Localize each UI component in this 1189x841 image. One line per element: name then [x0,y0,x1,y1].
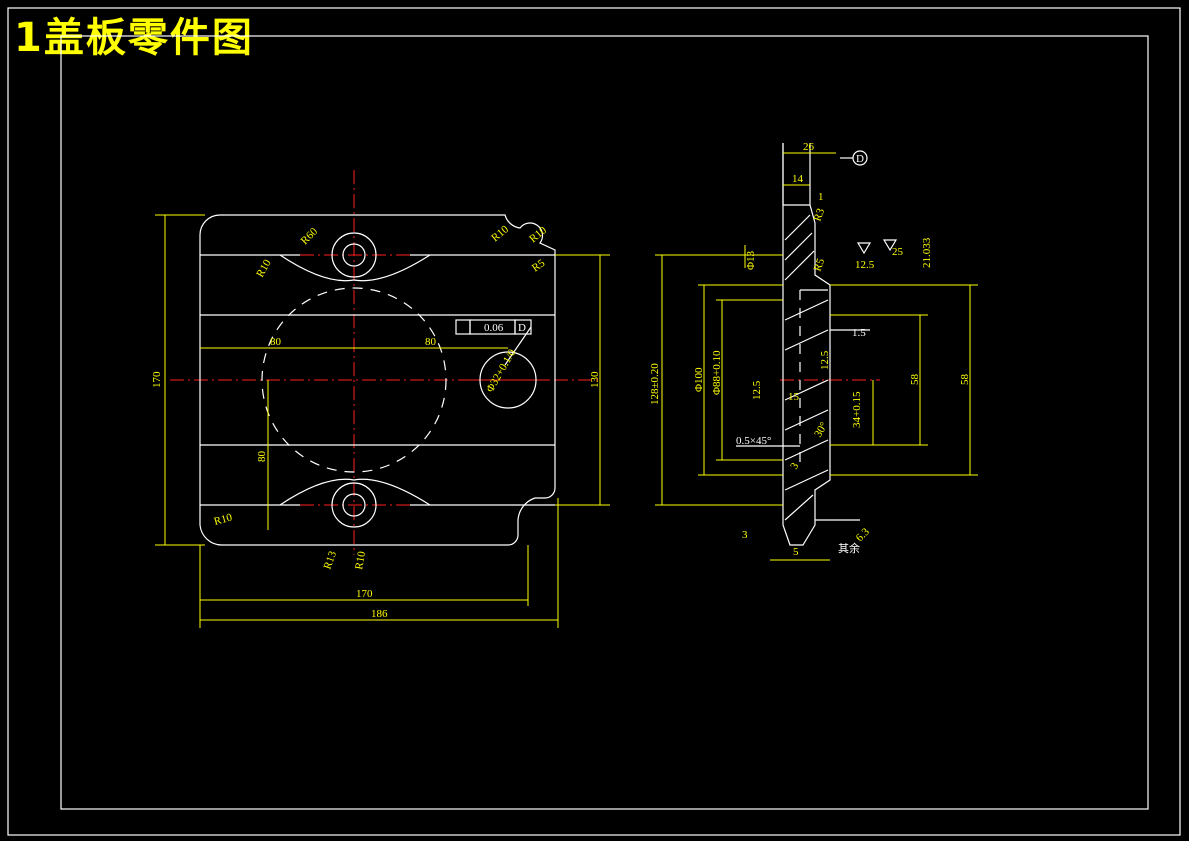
tolerance-value: 0.06 [484,322,504,334]
radius-r10-tr-a: R10 [489,223,511,244]
radius-r3: R3 [812,206,828,223]
dim-170-bottom: 170 [356,588,373,600]
radius-r60: R60 [299,225,321,247]
radius-r13: R13 [322,549,340,571]
dim-1-5: 1.5 [852,327,866,339]
dim-21: 21.033 [921,237,933,268]
radius-r10-bl: R10 [213,511,234,527]
dim-5: 5 [793,546,799,558]
dim-170-left: 170 [151,371,163,388]
dim-26: 26 [803,141,815,153]
radius-r5-section: R5 [812,256,828,273]
radius-r5: R5 [530,257,548,274]
dim-58-inner: 58 [909,374,921,386]
dim-phi88: Φ88+0.10 [711,350,723,395]
dim-130: 130 [589,371,601,388]
note-other: 其余 [838,541,860,555]
dim-30deg: 30° [812,420,830,439]
dim-phi100: Φ100 [693,367,705,392]
dim-80-right: 80 [425,336,437,348]
chamfer: 0.5×45° [736,435,771,447]
hole-dim: Φ32+0.1/0 [484,347,518,395]
drawing-title: 1盖板零件图 [14,15,254,61]
dim-80-left: 80 [270,336,282,348]
datum-label: D [856,153,864,165]
bottom-3b: 3 [788,460,801,471]
rough-12-5-a: 12.5 [855,259,875,271]
rough-12-5-b: 12.5 [819,350,831,370]
radius-r10-bottom: R10 [353,550,368,571]
dim-186: 186 [371,608,388,620]
bottom-3: 3 [742,529,748,541]
outer-border [7,7,1181,836]
dim-1: 1 [818,191,824,203]
dim-15: 15 [788,391,800,403]
front-view: 0.06 D 170 186 170 130 80 80 80 R60 R10 … [151,170,610,628]
dim-128: 128±0.20 [649,363,661,405]
inner-frame [60,35,1149,810]
dim-14: 14 [792,173,804,185]
dim-80-vert: 80 [256,451,268,463]
dim-phi13: Φ13 [745,250,757,270]
tolerance-datum: D [518,322,526,334]
rough-6-3: 6.3 [854,526,873,545]
radius-r10-tl: R10 [254,257,274,279]
rough-25: 25 [892,246,904,258]
radius-r10-tr-b: R10 [527,224,549,245]
rough-12-5-c: 12.5 [751,380,763,400]
dim-58-outer: 58 [959,374,971,386]
dim-34: 34+0.15 [851,391,863,428]
section-view: 26 14 1 D R3 R5 25 12.5 21.033 Φ13 128±0… [649,141,978,561]
